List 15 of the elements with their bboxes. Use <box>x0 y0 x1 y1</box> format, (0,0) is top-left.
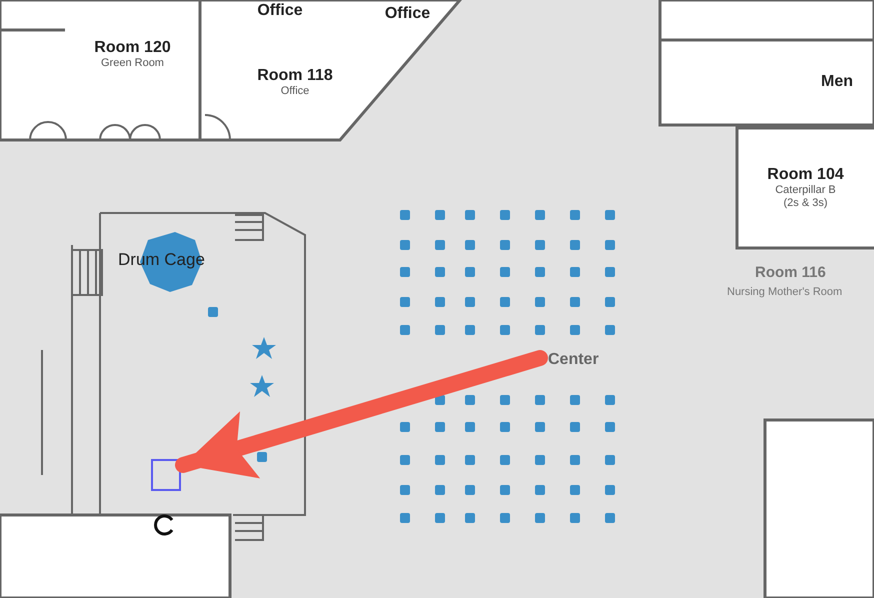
room-number: Room 120 <box>94 38 171 56</box>
arrow <box>175 350 548 478</box>
area-label: Center <box>548 351 599 369</box>
room-name: Office <box>280 84 310 98</box>
room-name: Green Room <box>101 56 164 70</box>
room-label: Room 116 <box>755 264 826 281</box>
room-number: Room 104 <box>767 166 844 184</box>
room-number: Office <box>257 2 303 20</box>
room-number: Office <box>384 5 430 23</box>
room-number: Room 118 <box>257 66 333 84</box>
room-name: Caterpillar B <box>775 184 836 197</box>
room-name: (2s & 3s) <box>783 197 828 210</box>
room-name: Nursing Mother's Room <box>727 286 842 298</box>
seat-highlight <box>151 459 181 491</box>
room-number: Men <box>821 73 853 91</box>
